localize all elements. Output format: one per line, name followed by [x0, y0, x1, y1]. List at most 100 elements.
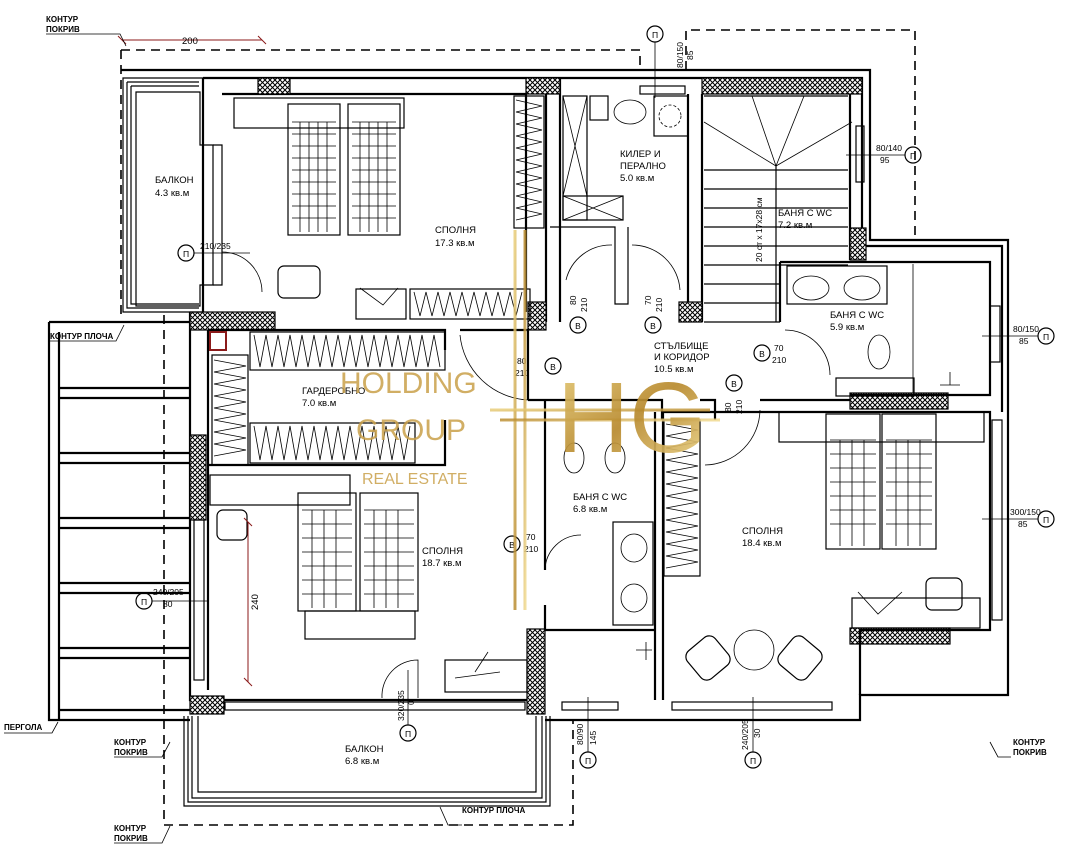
tag-circles	[135, 25, 1055, 769]
svg-text:210: 210	[654, 298, 664, 312]
hg-logo-mark: HG	[557, 362, 707, 474]
room-area-balcony-north: 4.3 кв.м	[155, 188, 189, 199]
svg-text:КОНТУР: КОНТУР	[1013, 738, 1046, 747]
svg-text:КОНТУР ПЛОЧА: КОНТУР ПЛОЧА	[50, 332, 114, 341]
svg-text:95: 95	[880, 155, 890, 165]
svg-text:210: 210	[772, 355, 786, 365]
staircase	[703, 95, 853, 323]
door-labels: 80 210 70 210 80 210 70 210 80 210 70 21…	[515, 295, 786, 554]
svg-text:П: П	[750, 756, 756, 766]
svg-text:ПОКРИВ: ПОКРИВ	[1013, 748, 1047, 757]
svg-text:ПЕРГОЛА: ПЕРГОЛА	[4, 723, 42, 732]
svg-text:210: 210	[524, 544, 538, 554]
svg-text:85: 85	[685, 50, 695, 60]
svg-text:П: П	[1043, 332, 1049, 342]
svg-text:80: 80	[568, 295, 578, 305]
plan-notes: КОНТУР ПОКРИВ КОНТУР ПЛОЧА ПЕРГОЛА КОНТУ…	[4, 15, 1047, 843]
svg-text:210: 210	[734, 400, 744, 414]
room-area-bath-2: 5.9 кв.м	[830, 322, 864, 333]
south-windows	[224, 85, 865, 711]
dimension-240	[243, 517, 253, 687]
room-area-bedroom-3: 18.4 кв.м	[742, 538, 782, 549]
svg-text:0: 0	[406, 700, 416, 705]
svg-text:КОНТУР ПЛОЧА: КОНТУР ПЛОЧА	[462, 806, 526, 815]
watermark-real-estate: REAL ESTATE	[362, 471, 468, 488]
svg-text:В: В	[509, 540, 515, 550]
bath-2-fixtures	[778, 244, 1004, 412]
room-area-bath-1: 7.2 кв.м	[778, 220, 812, 231]
room-name-balcony-south: БАЛКОН	[345, 744, 384, 755]
watermark-group: GROUP	[356, 414, 466, 447]
room-name-bedroom-3: СПОЛНЯ	[742, 526, 783, 537]
svg-text:80: 80	[723, 402, 733, 412]
svg-text:В: В	[575, 321, 581, 331]
svg-text:ПОКРИВ: ПОКРИВ	[114, 748, 148, 757]
svg-text:85: 85	[1019, 336, 1029, 346]
bedroom-1-furniture	[221, 95, 545, 320]
svg-text:20 ст х 17х28 см: 20 ст х 17х28 см	[754, 197, 764, 262]
svg-text:240/205: 240/205	[740, 719, 750, 750]
svg-text:320/235: 320/235	[396, 690, 406, 721]
svg-text:70: 70	[774, 343, 784, 353]
holding-group-watermark: HOLDING GROUP REAL ESTATE HG	[340, 230, 720, 610]
svg-text:В: В	[550, 362, 556, 372]
dim-240-text: 240	[250, 594, 261, 610]
svg-text:П: П	[910, 151, 916, 161]
svg-text:210: 210	[515, 368, 529, 378]
room-area-corridor: 10.5 кв.м	[654, 364, 694, 375]
room-area-storage: 5.0 кв.м	[620, 173, 654, 184]
room-name2-storage: ПЕРАЛНО	[620, 161, 666, 172]
svg-text:80/90: 80/90	[575, 723, 585, 745]
window-labels: 80/150 85 80/140 95 80/150 85 300/150 85…	[153, 42, 1041, 750]
svg-text:КОНТУР: КОНТУР	[114, 738, 147, 747]
room-name-balcony-north: БАЛКОН	[155, 175, 194, 186]
room-name-bedroom-1: СПОЛНЯ	[435, 225, 476, 236]
room-name-storage: КИЛЕР И	[620, 149, 661, 160]
room-name-bedroom-2: СПОЛНЯ	[422, 546, 463, 557]
svg-text:В: В	[731, 379, 737, 389]
corridor-walls	[459, 244, 850, 700]
svg-text:210/235: 210/235	[200, 241, 231, 251]
svg-text:80/150: 80/150	[675, 42, 685, 68]
svg-text:В: В	[759, 349, 765, 359]
svg-text:80: 80	[517, 356, 527, 366]
room-area-bedroom-2: 18.7 кв.м	[422, 558, 462, 569]
dim-200-text: 200	[182, 36, 198, 47]
room-name-wardrobe: ГАРДЕРОБНО	[302, 386, 365, 397]
svg-text:240/205: 240/205	[153, 587, 184, 597]
svg-text:КОНТУР: КОНТУР	[46, 15, 79, 24]
room-name-bath-1: БАНЯ С WC	[778, 208, 832, 219]
svg-text:210: 210	[579, 298, 589, 312]
room-name-bath-3: БАНЯ С WC	[573, 492, 627, 503]
room-name2-corridor: И КОРИДОР	[654, 352, 710, 363]
watermark-holding: HOLDING	[340, 367, 477, 400]
wardrobe-fixtures	[208, 328, 447, 467]
svg-text:ПОКРИВ: ПОКРИВ	[46, 25, 80, 34]
room-area-bedroom-1: 17.3 кв.м	[435, 238, 475, 249]
room-name-bath-2: БАНЯ С WC	[830, 310, 884, 321]
svg-text:30: 30	[752, 728, 762, 738]
leader-lines	[4, 33, 1011, 844]
svg-text:КОНТУР: КОНТУР	[114, 824, 147, 833]
bedroom-2-furniture	[209, 474, 528, 699]
svg-text:300/150: 300/150	[1010, 507, 1041, 517]
svg-text:П: П	[141, 597, 147, 607]
balcony-south-outline	[183, 716, 551, 807]
svg-text:В: В	[650, 321, 656, 331]
svg-text:85: 85	[1018, 519, 1028, 529]
room-name-corridor: СТЪЛБИЩЕ	[654, 341, 708, 352]
pergola-structure	[47, 320, 205, 722]
room-area-balcony-south: 6.8 кв.м	[345, 756, 379, 767]
svg-text:80/150: 80/150	[1013, 324, 1039, 334]
bedroom-3-furniture	[663, 410, 1003, 695]
room-area-wardrobe: 7.0 кв.м	[302, 398, 336, 409]
balcony-north-outline	[122, 77, 223, 313]
svg-text:П: П	[183, 249, 189, 259]
svg-text:80: 80	[163, 599, 173, 609]
tag-letters: П П П П П П П П П В В В В В В	[141, 30, 1049, 766]
svg-text:П: П	[1043, 515, 1049, 525]
bath-3-fixtures	[563, 442, 654, 660]
svg-text:П: П	[405, 729, 411, 739]
svg-text:70: 70	[526, 532, 536, 542]
